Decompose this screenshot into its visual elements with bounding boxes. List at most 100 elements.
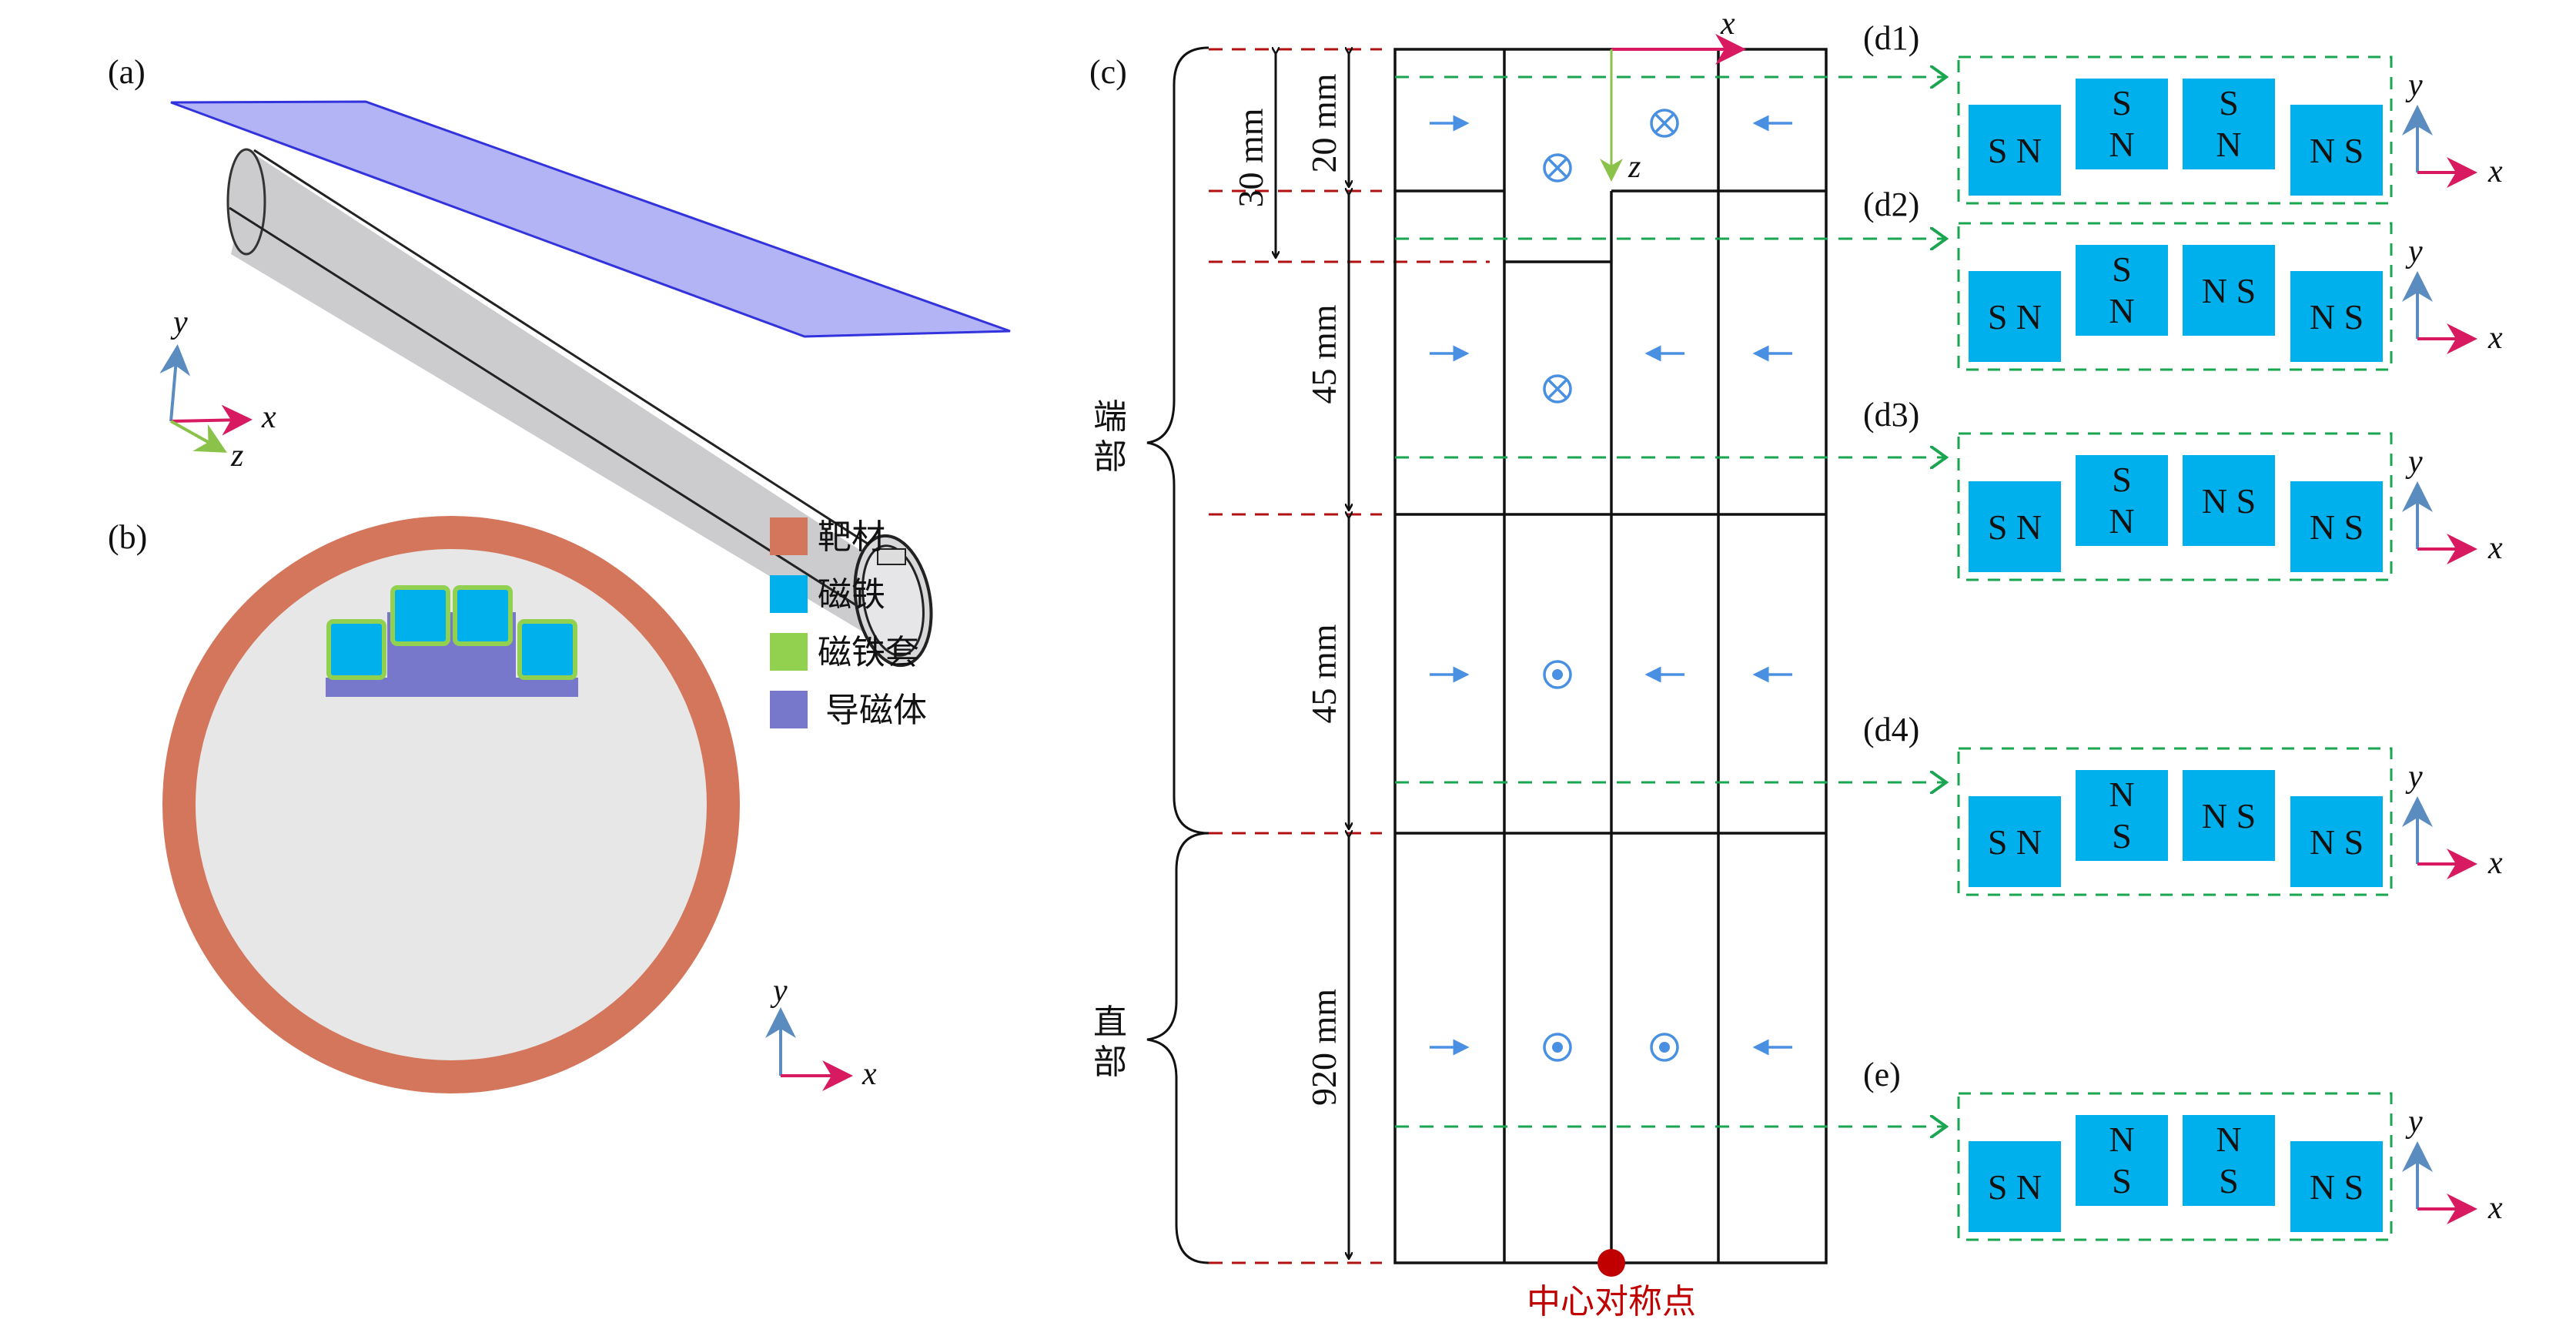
magnet-inner-left-pole-top: S [2112, 249, 2132, 289]
cross-section-d2: (d2) S NSN N S N S y x [1863, 186, 2503, 371]
out-of-page-icon-row4-col2 [1543, 1033, 1572, 1062]
straight-section-label-1: 直 [1093, 1003, 1127, 1042]
tube-edge-top [253, 149, 909, 571]
magnet-inner-right: NS [2183, 1115, 2275, 1206]
magnet-outer-left: S N [1969, 796, 2061, 887]
dim-30mm-label: 30 mm [1231, 108, 1270, 207]
magnet-inner-left-pole-bottom: N [2109, 291, 2134, 330]
magnet-outer-right: N S [2290, 796, 2383, 887]
magnet-inner-right: N S [2183, 770, 2275, 861]
y-axis-label: y [170, 305, 188, 340]
magnet-outer-right: N S [2290, 105, 2383, 196]
into-page-icon-row2-col2 [1543, 374, 1572, 403]
magnetic-yoke [326, 612, 578, 697]
tube-interior [196, 549, 707, 1060]
magnet-outer-right-poles: N S [2310, 131, 2364, 170]
dim-920mm-label: 920 mm [1304, 989, 1343, 1106]
cross-section-d3-axes: yx [2402, 444, 2503, 566]
cross-section-d1-frame [1957, 55, 2393, 205]
legend-swatch-yoke [770, 691, 808, 728]
cross-section-d2-label: (d2) [1863, 186, 1919, 223]
straight-section-label-2: 部 [1093, 1043, 1127, 1082]
legend-swatch-sleeve [770, 633, 808, 671]
magnet-inner-left: SN [2076, 245, 2168, 336]
tube-body [231, 154, 932, 631]
panel-a-label: (a) [108, 53, 146, 91]
cross-section-d3-label: (d3) [1863, 396, 1919, 434]
end-section-label-1: 端 [1093, 397, 1127, 437]
magnet-inner-right-poles: N S [2202, 796, 2256, 835]
magnet-inner-left-pole-bottom: N [2109, 501, 2134, 541]
magnet-outer-left-poles: S N [1988, 131, 2042, 170]
dim-20mm-label: 20 mm [1304, 73, 1343, 172]
magnet-outer-left-poles: S N [1988, 822, 2042, 862]
panel-a: (a) y x z [108, 53, 1011, 668]
tube-bore [861, 544, 925, 657]
magnet-inner-left-pole-bottom: N [2109, 125, 2134, 164]
grid-z-axis-label: z [1628, 149, 1641, 185]
magnet-inner-left-pole-bottom: S [2112, 1161, 2132, 1200]
magnet-outer-left: S N [1969, 1141, 2061, 1232]
tube-magnets [877, 548, 906, 565]
magnet-inner-left: NS [2076, 1115, 2168, 1206]
magnet-inner-right-pole-bottom: N [2216, 125, 2241, 164]
x-axis-label: x [2487, 320, 2503, 356]
magnet-inner-right-poles: N S [2202, 481, 2256, 521]
magnet-outer-right: N S [2290, 271, 2383, 362]
tube-3d [226, 148, 933, 668]
x-axis-arrow [170, 404, 253, 436]
tube-far-end [226, 148, 266, 256]
magnet-outer-right-poles: N S [2310, 297, 2364, 337]
dim-45mm-b-label: 45 mm [1304, 624, 1343, 723]
x-axis-label: x [2487, 531, 2503, 566]
panel-c-label: (c) [1089, 53, 1127, 91]
magnet-inner-left-pole-top: S [2112, 460, 2132, 499]
magnet-outer-left: S N [1969, 105, 2061, 196]
straight-section-brace [1146, 832, 1209, 1264]
axes-b: y x [765, 973, 877, 1092]
into-page-icon-row1-col3 [1650, 109, 1679, 138]
cross-section-e-axes: yx [2402, 1104, 2503, 1226]
dim-45mm-a-label: 45 mm [1304, 304, 1343, 403]
y-axis-label: y [2405, 759, 2423, 795]
legend-label-yoke: 导磁体 [825, 691, 927, 730]
magnet-inner-left-pole-top: N [2109, 1120, 2134, 1159]
magnetization-symbols [1430, 109, 1792, 1062]
center-symmetry-label: 中心对称点 [1527, 1282, 1696, 1321]
magnet-inner-right-pole-top: N [2216, 1120, 2241, 1159]
cross-section-e-label: (e) [1863, 1056, 1901, 1093]
grid-x-axis-label: x [1720, 6, 1735, 42]
y-axis-arrow [159, 344, 191, 422]
magnet-outer-right-poles: N S [2310, 822, 2364, 862]
magnet-inner-right-poles: N S [2202, 271, 2256, 310]
legend-swatch-magnet [770, 575, 808, 613]
magnet-inner-left: SN [2076, 455, 2168, 546]
legend-swatch-target [770, 517, 808, 555]
legend: 靶材 磁铁 磁铁套 导磁体 [770, 517, 927, 730]
cross-section-d1-label: (d1) [1863, 19, 1919, 57]
panel-b: (b) 靶材 磁铁 磁铁套 导磁体 [108, 516, 927, 1093]
legend-label-magnet: 磁铁 [818, 575, 885, 614]
y-axis-label: y [2405, 234, 2423, 270]
z-axis-arrow [170, 420, 227, 453]
end-section-brace [1146, 46, 1209, 835]
magnet-inner-left [390, 585, 450, 646]
y-axis-label: y [2405, 68, 2423, 103]
magnet-outer-left-poles: S N [1988, 507, 2042, 547]
legend-label-sleeve: 磁铁套 [818, 633, 919, 672]
magnet-outer-left [326, 619, 386, 680]
magnet-inner-left: SN [2076, 79, 2168, 169]
x-axis-label: x [2487, 154, 2503, 189]
dimension-arrows [1276, 54, 1349, 1259]
cross-section-e-frame [1957, 1092, 2393, 1241]
legend-item-magnet: 磁铁 [770, 575, 885, 614]
panel-c: (c) 端 部 直 部 30 mm 20 mm 45 mm 45 mm [1089, 6, 1946, 1321]
cross-section-d1-axes: yx [2402, 68, 2503, 189]
magnet-inner-right [453, 585, 513, 646]
y-axis-label: y [2405, 444, 2423, 480]
legend-label-target: 靶材 [818, 517, 885, 557]
